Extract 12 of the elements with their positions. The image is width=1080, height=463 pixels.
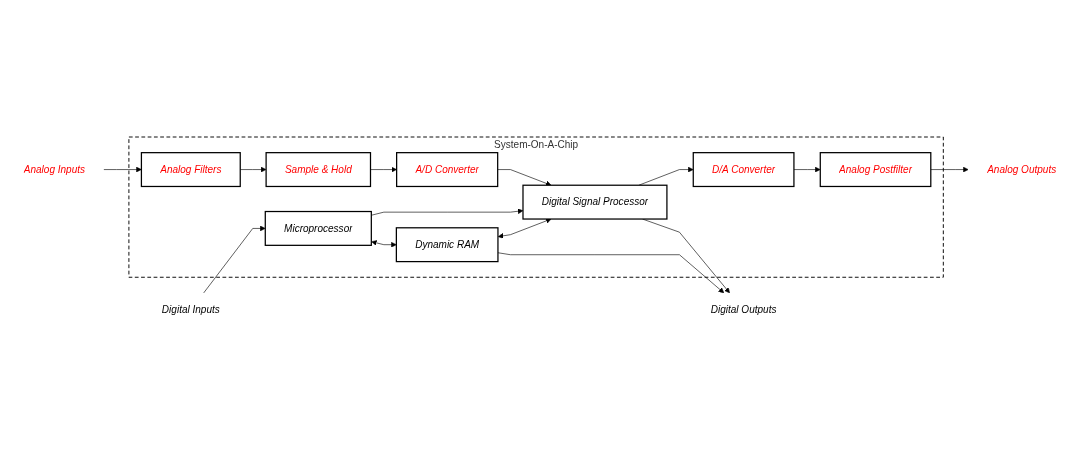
node-text: Digital Outputs: [710, 303, 777, 315]
node-box: A/D Converter: [396, 151, 499, 187]
node-box: Dynamic RAM: [395, 226, 499, 262]
node-box: Digital Signal Processor: [522, 184, 668, 220]
node-box: Sample & Hold: [265, 151, 372, 187]
node-box: Analog Postfilter: [819, 151, 932, 187]
node-box: Analog Filters: [140, 151, 241, 187]
node-box: Microprocessor: [264, 210, 372, 246]
node-box: D/A Converter: [692, 151, 795, 187]
node-text: Analog Inputs: [23, 163, 86, 175]
node-text: Digital Inputs: [161, 303, 220, 315]
node-text: Analog Outputs: [987, 163, 1057, 175]
